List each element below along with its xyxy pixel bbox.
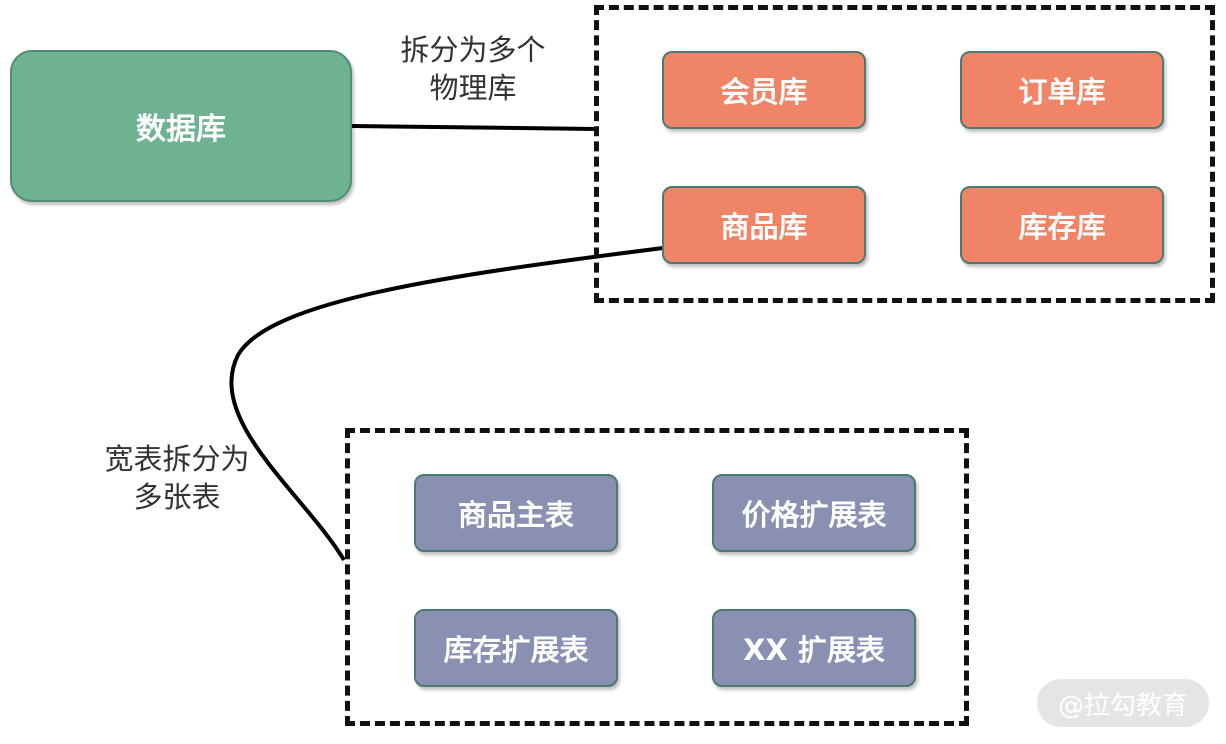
physical-split-label: 拆分为多个 物理库 <box>400 33 546 105</box>
table-product-main-label: 商品主表 <box>457 498 574 532</box>
physical-db-inventory: 库存库 <box>960 186 1164 264</box>
watermark-text: @拉勾教育 <box>1057 690 1188 721</box>
db-to-physical-connector <box>351 124 597 131</box>
physical-db-member: 会员库 <box>662 51 866 129</box>
source-database-label: 数据库 <box>136 112 226 147</box>
physical-db-order: 订单库 <box>960 51 1164 129</box>
source-database-node: 数据库 <box>10 50 352 202</box>
table-xx-extension-label: XX 扩展表 <box>743 633 885 667</box>
product-to-tables-connector <box>229 246 664 562</box>
table-xx-extension: XX 扩展表 <box>712 609 916 687</box>
split-tables-group <box>345 428 969 726</box>
table-price-extension-label: 价格扩展表 <box>741 498 887 532</box>
physical-db-member-label: 会员库 <box>720 75 808 109</box>
watermark-badge: @拉勾教育 <box>1037 679 1209 727</box>
table-inventory-extension-label: 库存扩展表 <box>443 633 589 667</box>
table-inventory-extension: 库存扩展表 <box>414 609 618 687</box>
table-price-extension: 价格扩展表 <box>712 474 916 552</box>
physical-db-order-label: 订单库 <box>1018 75 1106 109</box>
physical-db-product-label: 商品库 <box>720 210 808 244</box>
physical-db-inventory-label: 库存库 <box>1018 210 1106 244</box>
physical-databases-group <box>594 5 1215 303</box>
table-split-label: 宽表拆分为 多张表 <box>104 442 250 514</box>
table-product-main: 商品主表 <box>414 474 618 552</box>
physical-db-product: 商品库 <box>662 186 866 264</box>
